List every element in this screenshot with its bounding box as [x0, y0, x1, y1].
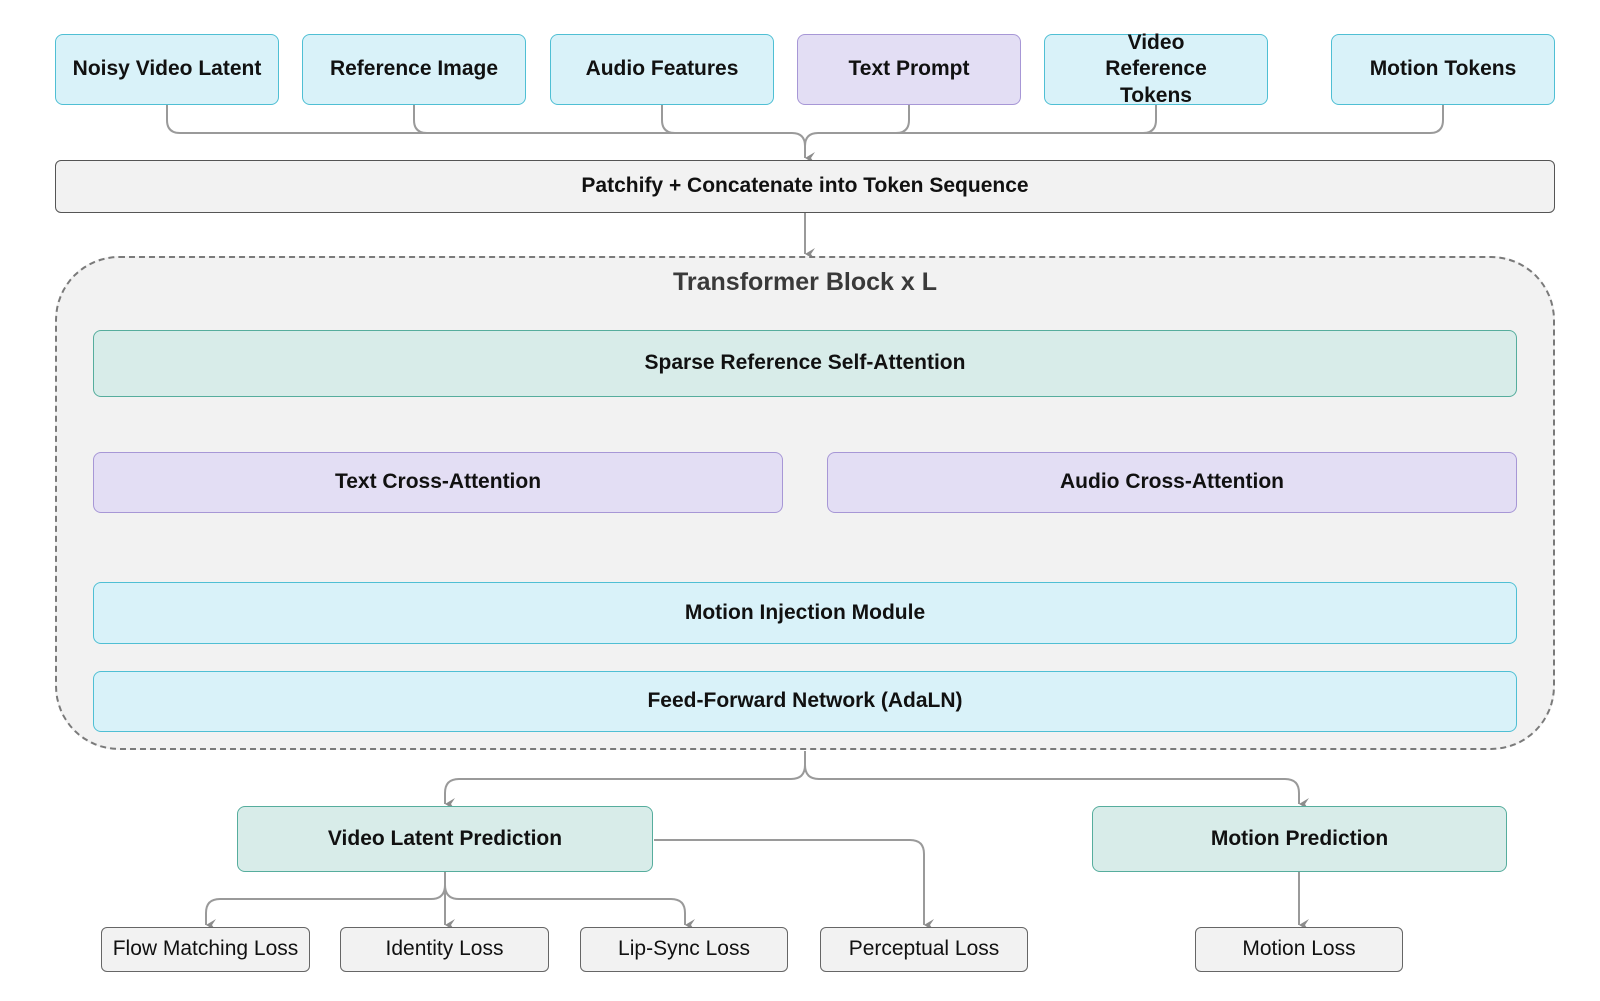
video-latent-prediction-box: Video Latent Prediction [237, 806, 653, 872]
identity-loss-box: Identity Loss [340, 927, 549, 972]
video-reference-tokens-label: Video Reference Tokens [1105, 31, 1207, 107]
perceptual-loss-label: Perceptual Loss [848, 937, 1000, 961]
motion-injection-box: Motion Injection Module [93, 582, 1517, 644]
audio-cross-attention-label: Audio Cross-Attention [1060, 470, 1284, 494]
connector-text-prompt [804, 105, 910, 147]
noisy-video-latent-box: Noisy Video Latent [55, 34, 279, 105]
motion-tokens-label: Motion Tokens [1369, 57, 1517, 81]
motion-loss-label: Motion Loss [1242, 937, 1356, 961]
connector-video-reference-tokens [818, 105, 1157, 134]
text-prompt-box: Text Prompt [797, 34, 1021, 105]
text-prompt-label: Text Prompt [848, 57, 970, 81]
motion-prediction-box: Motion Prediction [1092, 806, 1507, 872]
patchify-label: Patchify + Concatenate into Token Sequen… [581, 174, 1029, 198]
connector-to-motion-prediction [804, 764, 1309, 810]
motion-tokens-box: Motion Tokens [1331, 34, 1555, 105]
text-cross-attention-label: Text Cross-Attention [334, 470, 542, 494]
reference-image-label: Reference Image [329, 57, 499, 81]
flow-matching-loss-label: Flow Matching Loss [112, 937, 299, 961]
patchify-box: Patchify + Concatenate into Token Sequen… [55, 160, 1555, 213]
connector-to-video-prediction [444, 751, 806, 810]
connector-motion-tokens [818, 105, 1444, 134]
connector-to-perceptual-loss [654, 839, 934, 931]
connector-to-flow-matching-loss [205, 872, 446, 931]
audio-features-box: Audio Features [550, 34, 774, 105]
text-cross-attention-box: Text Cross-Attention [93, 452, 783, 513]
lip-sync-loss-box: Lip-Sync Loss [580, 927, 788, 972]
audio-features-label: Audio Features [585, 57, 739, 81]
connector-to-lip-sync-loss [444, 884, 695, 931]
audio-cross-attention-box: Audio Cross-Attention [827, 452, 1517, 513]
video-latent-prediction-label: Video Latent Prediction [327, 826, 563, 850]
video-reference-tokens-box: Video Reference Tokens [1044, 31, 1268, 107]
connector-reference-image [413, 105, 792, 134]
motion-loss-box: Motion Loss [1195, 927, 1403, 972]
identity-loss-label: Identity Loss [385, 937, 504, 961]
connector-audio-features [661, 105, 792, 134]
connector-noisy-video-latent [166, 105, 806, 147]
motion-injection-label: Motion Injection Module [684, 600, 926, 624]
sparse-attention-box: Sparse Reference Self-Attention [93, 330, 1517, 397]
transformer-block-title: Transformer Block x L [673, 268, 937, 296]
flow-matching-loss-box: Flow Matching Loss [101, 927, 310, 972]
lip-sync-loss-label: Lip-Sync Loss [618, 937, 750, 961]
feed-forward-label: Feed-Forward Network (AdaLN) [647, 689, 963, 713]
feed-forward-box: Feed-Forward Network (AdaLN) [93, 671, 1517, 732]
sparse-attention-label: Sparse Reference Self-Attention [644, 351, 966, 375]
noisy-video-latent-label: Noisy Video Latent [72, 57, 262, 81]
perceptual-loss-box: Perceptual Loss [820, 927, 1028, 972]
reference-image-box: Reference Image [302, 34, 526, 105]
motion-prediction-label: Motion Prediction [1210, 826, 1389, 850]
